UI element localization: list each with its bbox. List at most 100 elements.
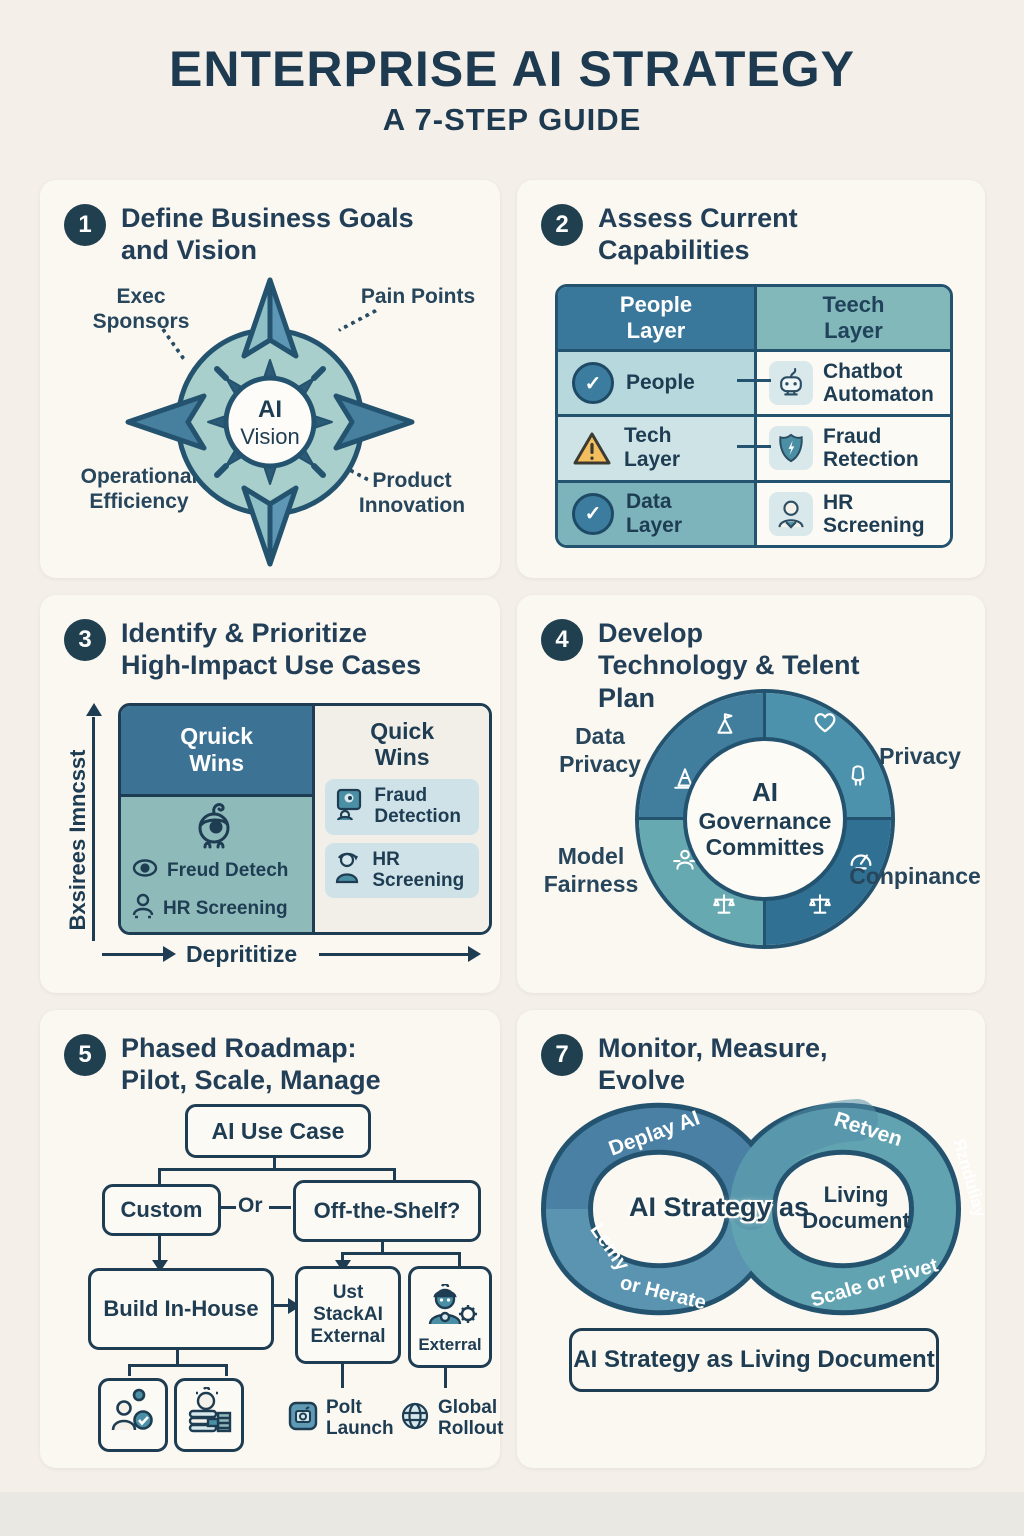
check-circle-icon: ✓ <box>572 492 614 535</box>
row-label: Chatbot Automaton <box>823 360 934 407</box>
global-rollout-row: Global Rollout <box>400 1397 504 1440</box>
flow-connector <box>458 1252 461 1268</box>
flow-connector <box>158 1168 161 1186</box>
matrix-right-column: Quick Wins Fraud Detection <box>312 706 489 932</box>
table-row-cell: ✓ People <box>558 349 754 415</box>
flow-connector <box>225 1364 228 1376</box>
row-label: HR Screening <box>823 490 925 537</box>
step3-title: Identify & Prioritize High-Impact Use Ca… <box>121 618 422 681</box>
pilot-launch-label: Polt Launch <box>326 1397 394 1439</box>
x-axis-label: Deprititize <box>186 941 298 967</box>
living-line2: Document <box>802 1208 910 1234</box>
living-document-box-label: AI Strategy as Living Document <box>573 1346 935 1373</box>
step1-badge: 1 <box>64 204 106 246</box>
flow-connector <box>176 1348 179 1364</box>
panel-step5: 5 Phased Roadmap: Pilot, Scale, Manage A… <box>40 1010 504 1468</box>
table-row-cell: Fraud Retection <box>754 414 950 480</box>
table-header-people-layer: People Layer <box>558 287 754 349</box>
flow-connector <box>273 1150 276 1168</box>
node-off-the-shelf: Off-the-Shelf? <box>293 1180 481 1242</box>
coins-icon <box>184 1386 234 1442</box>
panel-step4: 4 Develop Technology & Telent Plan AI Go… <box>517 595 985 993</box>
priority-matrix: Qruick Wins <box>118 703 492 935</box>
footer-band <box>0 1492 1024 1536</box>
compass-icon: AI Vision <box>125 277 415 567</box>
step7-header: 7 Monitor, Measure, Evolve <box>541 1032 908 1097</box>
global-rollout-label: Global Rollout <box>438 1397 504 1439</box>
quadrant-title: Qruick Wins <box>121 706 313 797</box>
matrix-item-label: HR Screening <box>163 898 288 919</box>
node-ust-stackai-external: Ust StackAI External <box>295 1266 401 1364</box>
step7-badge: 7 <box>541 1034 583 1076</box>
step2-badge: 2 <box>541 204 583 246</box>
chatbot-icon <box>769 361 813 406</box>
matrix-left-column: Qruick Wins <box>121 706 313 932</box>
center-label-ai-strategy: AI Strategy as <box>629 1192 810 1222</box>
pilot-launch-icon <box>288 1401 318 1437</box>
gauge-icon <box>847 845 873 871</box>
or-label: Or <box>238 1194 263 1217</box>
person-small-icon <box>131 893 155 925</box>
warning-triangle-icon <box>572 430 612 467</box>
step2-header: 2 Assess Current Capabilities <box>541 202 848 267</box>
label-model-fairness: Model Fairness <box>543 843 639 897</box>
y-axis-arrowhead <box>85 703 102 716</box>
table-row-cell: ✓ Data Layer <box>558 479 754 545</box>
panel-step3: 3 Identify & Prioritize High-Impact Use … <box>40 595 500 993</box>
flow-connector <box>341 1358 344 1388</box>
center-line2: Governance <box>698 807 832 834</box>
table-row-cell: HR Screening <box>754 479 950 545</box>
row-label: People <box>626 371 695 395</box>
node-ai-use-case: AI Use Case <box>185 1104 371 1158</box>
person-icon <box>769 491 813 536</box>
label-privacy: Privacy <box>879 743 961 769</box>
infinity-loop-icon <box>541 1099 961 1316</box>
heart-icon <box>811 709 837 735</box>
flow-connector <box>269 1206 291 1209</box>
capabilities-table: People Layer Teech Layer ✓ People Chatbo… <box>555 284 953 548</box>
step2-title: Assess Current Capabilities <box>598 203 798 266</box>
flow-connector <box>218 1206 236 1209</box>
label-exec-sponsors: Exec Sponsors <box>92 285 190 334</box>
page-subtitle: A 7-STEP GUIDE <box>382 102 642 137</box>
flow-connector <box>444 1358 447 1388</box>
chip-label: Fraud Detection <box>374 784 461 827</box>
check-circle-icon: ✓ <box>572 362 614 405</box>
governance-center: AI Governance Committes <box>683 737 847 901</box>
flow-connector <box>341 1252 344 1262</box>
flow-connector <box>128 1364 131 1376</box>
node-custom: Custom <box>102 1184 221 1236</box>
bell-icon <box>845 763 871 789</box>
node-build-in-house: Build In-House <box>88 1268 274 1350</box>
compass-center-line1: AI <box>258 396 282 423</box>
step5-title: Phased Roadmap: Pilot, Scale, Manage <box>121 1033 381 1096</box>
panel-step2: 2 Assess Current Capabilities People Lay… <box>517 180 985 578</box>
step7-title: Monitor, Measure, Evolve <box>598 1033 828 1096</box>
quadrant-body: Freud Detech HR Screening <box>121 797 313 932</box>
step5-badge: 5 <box>64 1034 106 1076</box>
use-case-chip: HR Screening <box>325 842 479 899</box>
step5-header: 5 Phased Roadmap: Pilot, Scale, Manage <box>64 1032 383 1097</box>
matrix-item: Freud Detech <box>131 859 288 883</box>
node-budget-box <box>174 1378 244 1452</box>
label-product-innovation: Product Innovation <box>358 469 466 518</box>
person-hat-icon <box>333 851 363 891</box>
label-conpinance: Conpinance <box>849 863 981 889</box>
table-header-tech-layer: Teech Layer <box>754 287 950 349</box>
living-line1: Living <box>823 1182 889 1207</box>
row-label: Data Layer <box>626 489 683 537</box>
right-column-title: Quick Wins <box>370 718 435 771</box>
flow-connector <box>341 1252 461 1255</box>
label-operational-efficiency: Operational Efficiency <box>80 465 198 514</box>
node-exterral: Exterral <box>408 1266 492 1368</box>
scale-icon <box>807 891 833 917</box>
step1-header: 1 Define Business Goals and Vision <box>64 202 431 267</box>
scale-icon <box>711 891 737 917</box>
chip-label: HR Screening <box>372 848 465 891</box>
panel-step1: 1 Define Business Goals and Vision Exec … <box>40 180 500 578</box>
x-axis-segment <box>319 946 482 962</box>
step3-header: 3 Identify & Prioritize High-Impact Use … <box>64 617 431 682</box>
flow-connector <box>128 1364 228 1367</box>
flow-connector <box>270 1304 290 1307</box>
